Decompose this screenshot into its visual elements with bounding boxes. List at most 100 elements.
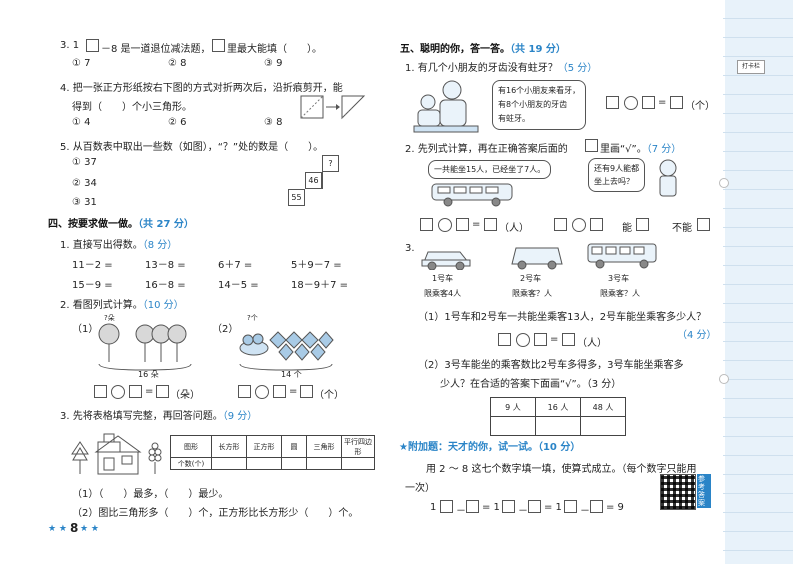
answer-box[interactable] <box>562 333 575 346</box>
q3-option-3[interactable]: ③ 9 <box>264 58 283 69</box>
equals-sign: = <box>658 97 667 108</box>
answer-box[interactable] <box>606 96 619 109</box>
no-label: 不能 <box>672 223 692 234</box>
r3-q1-points: （4 分） <box>677 330 717 341</box>
answer-box[interactable] <box>590 218 603 231</box>
p3-q2: （2）图比三角形多（ ）个，正方形比长方形少（ ）个。 <box>72 508 359 519</box>
answer-box[interactable] <box>564 500 577 513</box>
answer-box[interactable] <box>642 96 655 109</box>
check-box-no[interactable] <box>697 218 710 231</box>
check-cell[interactable] <box>490 416 536 436</box>
q5-option-2[interactable]: ② 34 <box>72 178 97 189</box>
answer-box[interactable] <box>554 218 567 231</box>
answer-box[interactable] <box>456 218 469 231</box>
answer-box[interactable] <box>528 500 541 513</box>
q4-option-2[interactable]: ② 6 <box>168 117 187 128</box>
eq-equals-9: = 9 <box>606 502 624 513</box>
calc-item[interactable]: 14－5 = <box>218 280 259 291</box>
r2-title-b: 里画“√”。（7 分） <box>600 144 682 155</box>
option-cell: 9 人 <box>490 397 536 417</box>
answer-box[interactable] <box>585 139 598 152</box>
checkin-tab: 打卡栏 <box>737 60 765 74</box>
eq-1: 1 <box>430 502 437 513</box>
answer-box[interactable] <box>273 385 286 398</box>
answer-box[interactable] <box>498 333 511 346</box>
q3-option-2[interactable]: ② 8 <box>168 58 187 69</box>
q5-option-3[interactable]: ③ 31 <box>72 197 97 208</box>
qr-code-icon[interactable] <box>660 474 696 510</box>
q4-option-3[interactable]: ③ 8 <box>264 117 283 128</box>
table-cell[interactable] <box>211 457 247 470</box>
q4-option-1[interactable]: ① 4 <box>72 117 91 128</box>
answer-box[interactable] <box>300 385 313 398</box>
check-cell[interactable] <box>580 416 626 436</box>
answer-box[interactable] <box>440 500 453 513</box>
answer-box[interactable] <box>534 333 547 346</box>
p2-sub1-bottom: 16 朵 <box>138 370 159 379</box>
option-cell: 16 人 <box>535 397 581 417</box>
operator-circle[interactable] <box>624 96 638 110</box>
operator-circle[interactable] <box>516 333 530 347</box>
r1-title: 1. 有几个小朋友的牙齿没有蛀牙？（5 分） <box>405 63 598 74</box>
bonus-line2: 一次） <box>405 483 435 494</box>
answer-box[interactable] <box>502 500 515 513</box>
answer-box[interactable] <box>670 96 683 109</box>
operator-circle[interactable] <box>572 218 586 232</box>
r3-title: 3. <box>405 243 415 254</box>
table-row-label: 个数(个) <box>170 457 212 470</box>
options-table: 9 人 16 人 48 人 <box>490 397 626 436</box>
check-box-yes[interactable] <box>636 218 649 231</box>
answer-box[interactable] <box>484 218 497 231</box>
hundred-chart-cell: ? <box>322 155 339 172</box>
calc-item[interactable]: 16－8 = <box>145 280 186 291</box>
q3-option-1[interactable]: ① 7 <box>72 58 91 69</box>
calc-item[interactable]: 13－8 = <box>145 260 186 271</box>
operator-circle[interactable] <box>255 385 269 399</box>
yes-label: 能 <box>622 223 632 234</box>
minibus-image <box>431 183 513 207</box>
operator-circle[interactable] <box>438 218 452 232</box>
bonus-line1: 用 2 ～ 8 这七个数字填一填，使算式成立。（每个数字只能用 <box>426 464 697 475</box>
answer-box[interactable] <box>156 385 169 398</box>
unit-label: （人） <box>577 338 607 349</box>
p3-title: 3. 先将表格填写完整，再回答问题。（9 分） <box>60 411 258 422</box>
q3-text-c: 里最大能填（ ）。 <box>227 44 322 55</box>
table-header: 长方形 <box>211 435 247 458</box>
answer-box[interactable] <box>420 218 433 231</box>
p2-sub2-label: （2） <box>212 324 239 335</box>
calc-item[interactable]: 15－9 = <box>72 280 113 291</box>
eq-minus: － <box>518 506 528 517</box>
q4-line2: 得到（ ）个小三角形。 <box>72 102 192 113</box>
answer-box[interactable] <box>129 385 142 398</box>
q4-line1: 4. 把一张正方形纸按右下图的方式对折两次后，沿折痕剪开，能 <box>60 83 343 94</box>
car1-capacity: 限乘客4人 <box>424 289 462 298</box>
r2-bubble-question: 还有9人能都 坐上去吗？ <box>588 158 646 192</box>
car2-image <box>511 247 563 270</box>
table-cell[interactable] <box>306 457 342 470</box>
section5-title: 五、聪明的你，答一答。（共 19 分） <box>400 44 566 55</box>
table-cell[interactable] <box>341 457 375 470</box>
binder-hole-icon <box>719 374 729 384</box>
table-cell[interactable] <box>246 457 282 470</box>
answer-box[interactable] <box>94 385 107 398</box>
answer-box[interactable] <box>212 39 225 52</box>
calc-item[interactable]: 6＋7 = <box>218 260 253 271</box>
answer-box[interactable] <box>466 500 479 513</box>
operator-circle[interactable] <box>111 385 125 399</box>
fruit-plates-image <box>239 331 334 361</box>
q5-option-1[interactable]: ① 37 <box>72 157 97 168</box>
unit-label: （朵） <box>170 390 200 401</box>
page-number-stars: ★ ★ <box>48 524 67 534</box>
answer-box[interactable] <box>590 500 603 513</box>
calc-item[interactable]: 11－2 = <box>72 260 113 271</box>
answer-box[interactable] <box>86 39 99 52</box>
calc-item[interactable]: 18－9＋7 = <box>291 280 349 291</box>
calc-item[interactable]: 5＋9－7 = <box>291 260 342 271</box>
page-number: 8 <box>70 521 79 535</box>
boy-image <box>659 159 677 197</box>
answer-box[interactable] <box>238 385 251 398</box>
side-ruled-lines <box>723 0 793 564</box>
check-cell[interactable] <box>535 416 581 436</box>
table-header: 圆 <box>281 435 307 458</box>
table-cell[interactable] <box>281 457 307 470</box>
